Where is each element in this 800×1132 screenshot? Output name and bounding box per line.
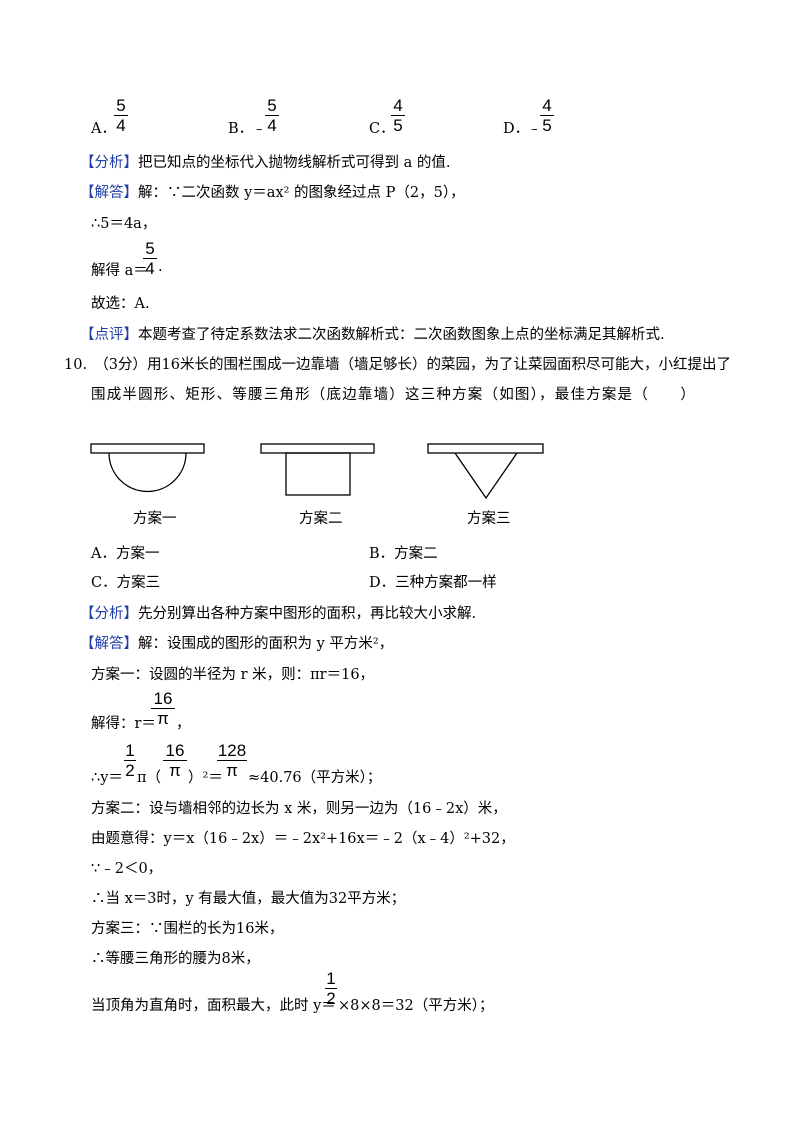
plan3-line3-prefix: 当顶角为直角时，面积最大，此时 y＝ [91,998,336,1014]
q10-analysis: 【分析】先分别算出各种方案中图形的面积，再比较大小求解. [80,602,476,623]
q9-analysis: 【分析】把已知点的坐标代入抛物线解析式可得到 a 的值. [80,151,450,172]
q10-option-a: A．方案一 [91,546,160,562]
plan1-pi: π（ [137,770,162,786]
q10-figure [90,443,544,500]
q10-option-b: B．方案二 [369,546,438,562]
caption-plan-1: 方案一 [133,511,177,527]
analysis-tag: 【分析】 [80,155,138,171]
q9-comment: 【点评】本题考查了待定系数法求二次函数解析式：二次函数图象上点的坐标满足其解析式… [80,323,665,344]
plan1-line2-prefix: 解得：r＝ [91,716,156,732]
q10-answer: 【解答】解：设围成的图形的面积为 y 平方米²， [80,632,393,653]
q10-plan2-line4: ∴当 x＝3时，y 有最大值，最大值为32平方米； [91,891,406,907]
q9-option-a-label: A． [91,121,116,137]
q10-plan2-line3: ∵﹣2＜0， [91,861,163,877]
wall-2 [260,443,375,454]
q10-option-c: C．方案三 [91,575,161,591]
plan1-line3-suffix: ≈40.76（平方米）； [248,770,382,786]
q10-plan3-line2: ∴等腰三角形的腰为8米， [91,951,260,967]
analysis-text: 把已知点的坐标代入抛物线解析式可得到 a 的值. [138,155,451,171]
caption-plan-3: 方案三 [467,511,511,527]
rectangle-shape [285,452,351,496]
triangle-shape [454,452,518,500]
q9-answer-line3-suffix: . [158,259,163,275]
plan1-line3-prefix: ∴y＝ [91,770,123,786]
q10-plan2-line1: 方案二：设与墙相邻的边长为 x 米，则另一边为（16﹣2x）米， [91,801,507,817]
q9-option-d-label: D． [503,121,530,137]
comment-text: 本题考查了待定系数法求二次函数解析式：二次函数图象上点的坐标满足其解析式. [138,327,665,343]
plan1-line2-suffix: ， [176,716,191,732]
q9-option-b-label: B． [228,121,254,137]
q9-answer-line4: 故选：A. [91,296,150,312]
answer-tag: 【解答】 [80,636,138,652]
comment-tag: 【点评】 [80,327,138,343]
answer-line: 解：∵二次函数 y＝ax² 的图象经过点 P（2，5）， [138,185,465,201]
q9-option-b-sign: ﹣ [252,121,267,137]
q9-answer-line3-prefix: 解得 a＝ [91,263,148,279]
q10-plan2-line2: 由题意得：y＝x（16﹣2x）＝﹣2x²+16x＝﹣2（x﹣4）²+32， [91,831,515,847]
wall-1 [90,443,205,454]
q9-answer: 【解答】解：∵二次函数 y＝ax² 的图象经过点 P（2，5）， [80,181,465,202]
analysis-tag: 【分析】 [80,606,138,622]
semicircle-shape [108,452,187,493]
q10-plan3-line1: 方案三：∵围栏的长为16米， [91,921,284,937]
q9-option-d-sign: ﹣ [527,121,542,137]
q10-plan1-line1: 方案一：设圆的半径为 r 米，则：πr＝16， [91,667,375,683]
answer-line: 解：设围成的图形的面积为 y 平方米²， [138,636,394,652]
q10-stem-line2: 围成半圆形、矩形、等腰三角形（底边靠墙）这三种方案（如图），最佳方案是（ ） [91,387,697,403]
q9-answer-line2: ∴5＝4a， [91,216,157,232]
q10-option-d: D．三种方案都一样 [369,575,497,591]
q9-option-c-label: C． [369,121,395,137]
caption-plan-2: 方案二 [299,511,343,527]
plan3-line3-suffix: ×8×8＝32（平方米）； [338,998,494,1014]
analysis-text: 先分别算出各种方案中图形的面积，再比较大小求解. [138,606,477,622]
plan1-square: ）²＝ [188,770,223,786]
answer-tag: 【解答】 [80,185,138,201]
q10-stem-line1: 10. （3分）用16米长的围栏围成一边靠墙（墙足够长）的菜园，为了让菜园面积尽… [64,357,731,373]
wall-3 [427,443,544,454]
